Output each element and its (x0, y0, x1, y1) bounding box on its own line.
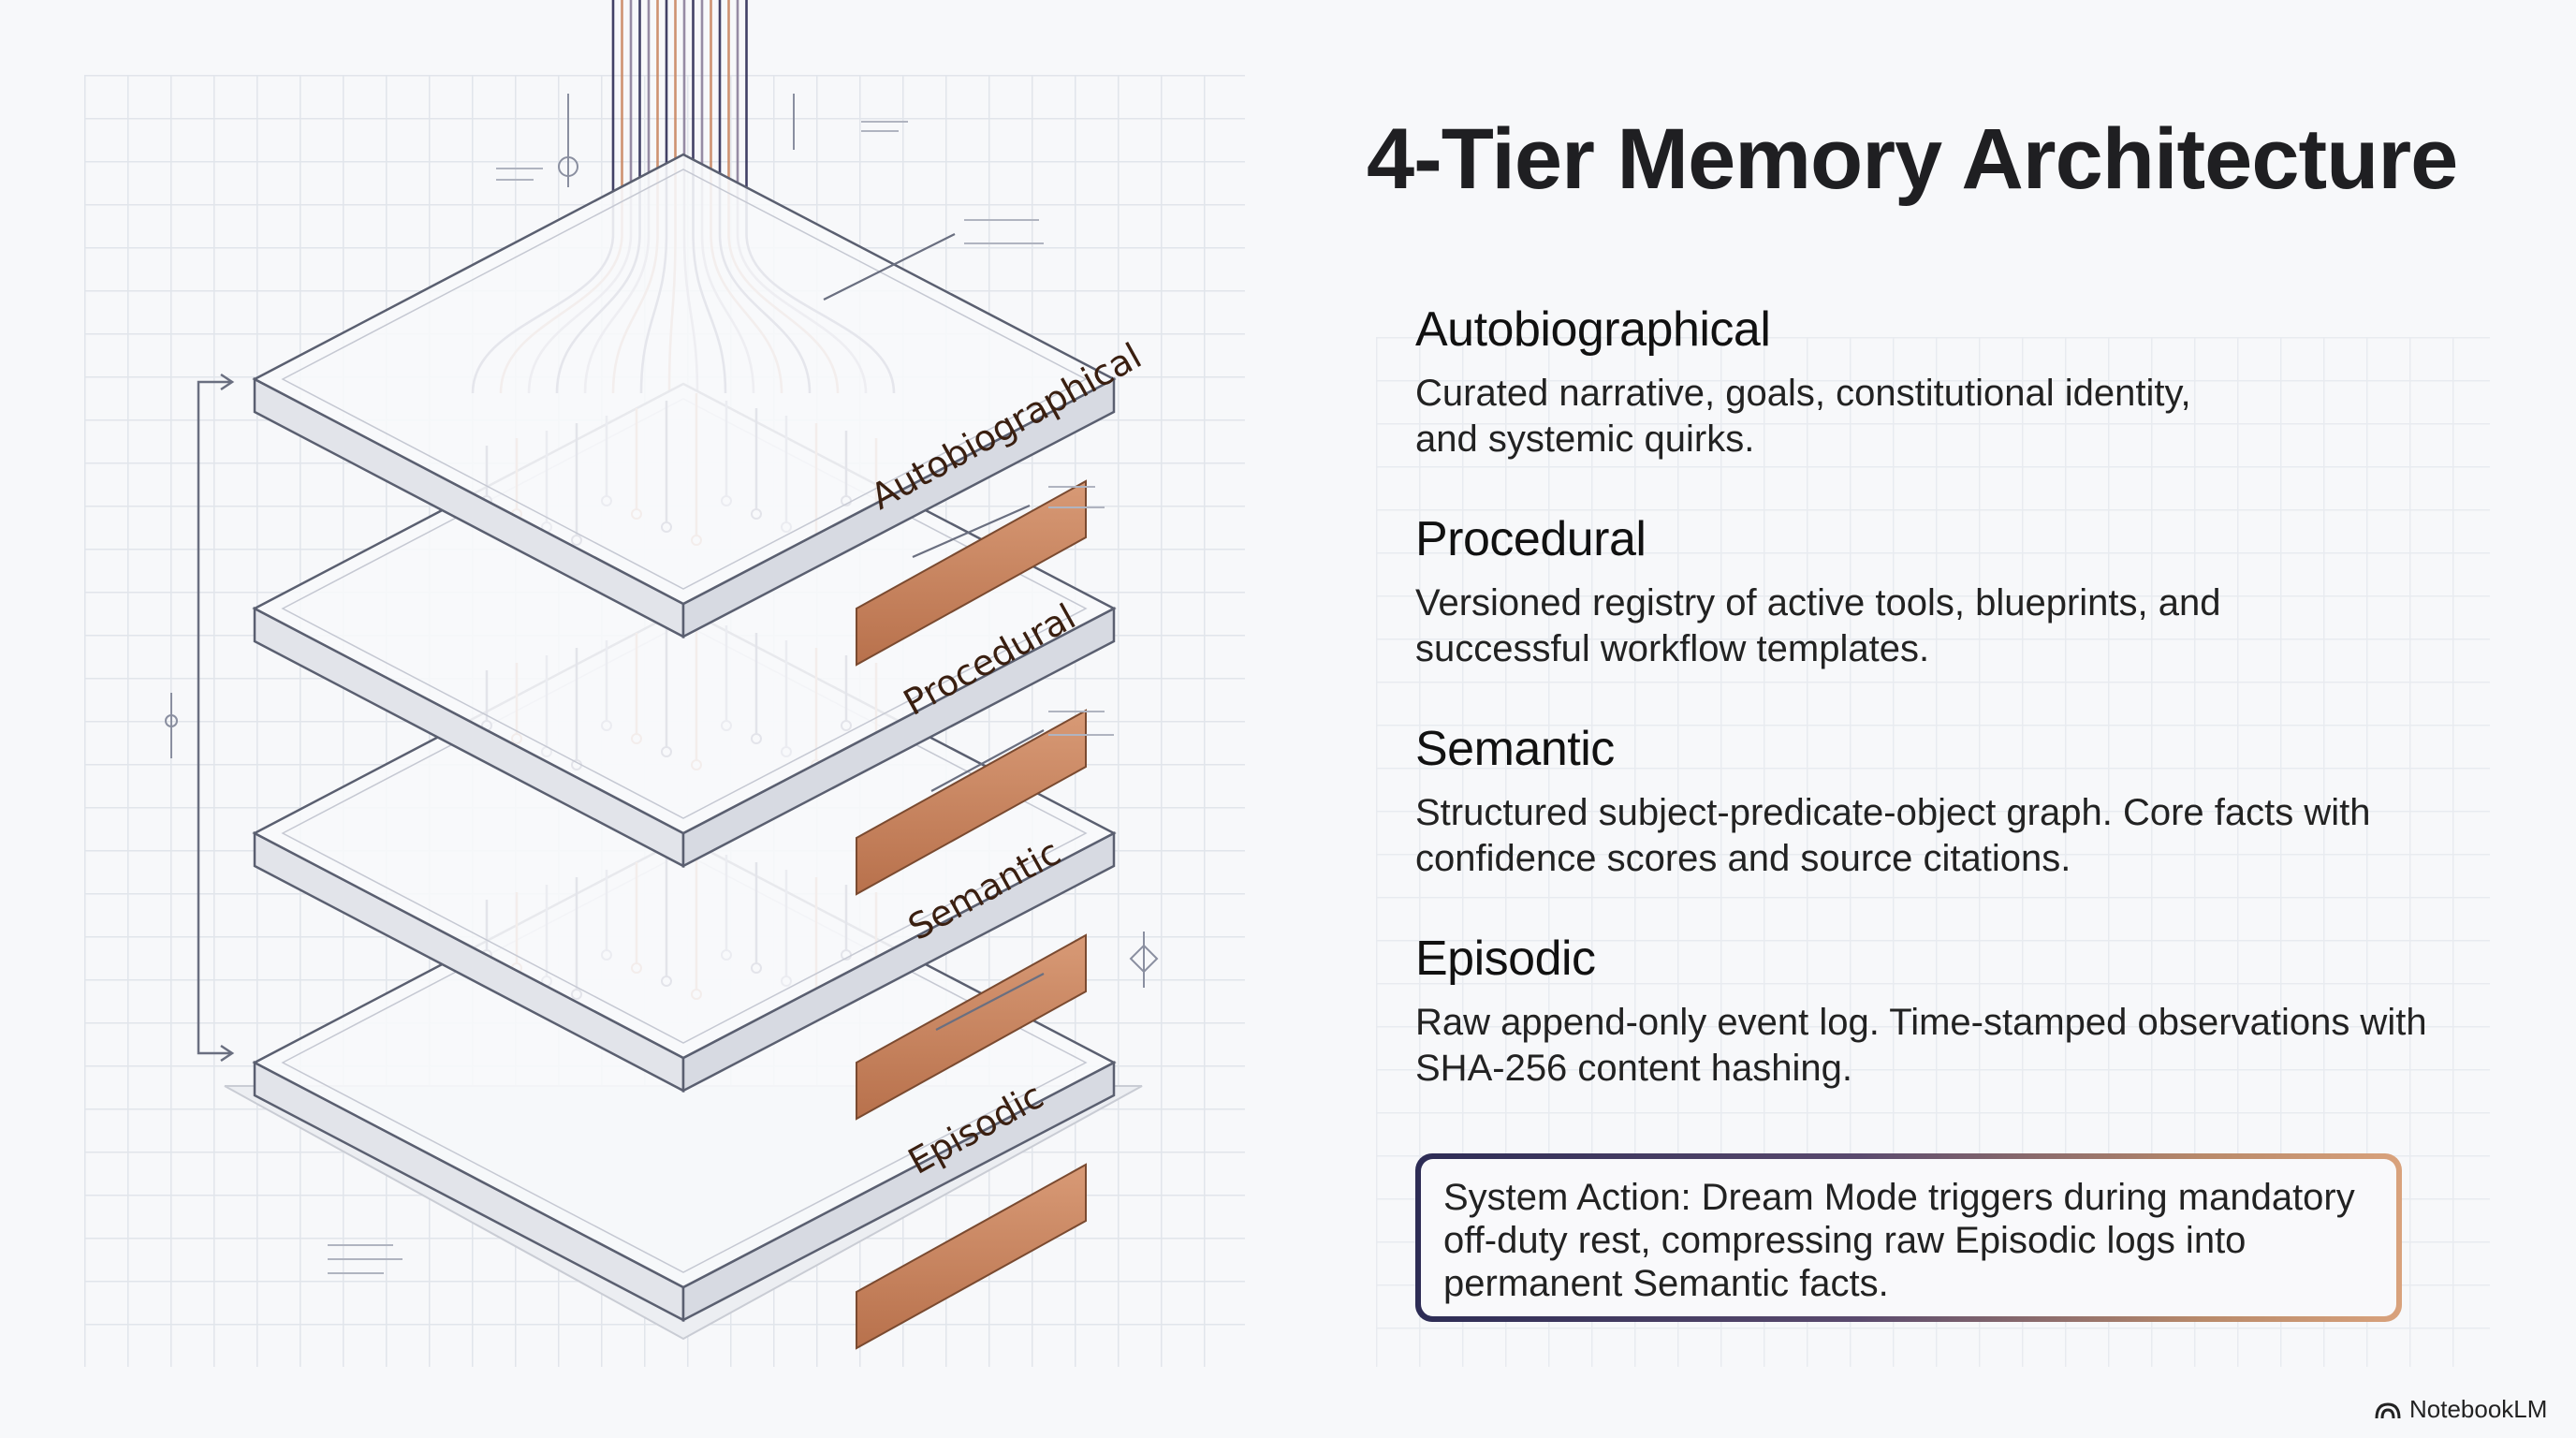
tier-description: Curated narrative, goals, constitutional… (1415, 373, 2191, 460)
tier-description: Raw append-only event log. Time-stamped … (1415, 1002, 2427, 1089)
tier-semantic: Semantic Structured subject-predicate-ob… (1415, 721, 2464, 882)
annotation-arrows (823, 233, 1045, 1031)
tier-episodic: Episodic Raw append-only event log. Time… (1415, 931, 2464, 1092)
memory-tiers (252, 153, 1117, 1350)
tier-tab-procedural (856, 709, 1087, 896)
tier-description: Structured subject-predicate-object grap… (1415, 792, 2371, 879)
feedback-arrow (197, 373, 235, 1063)
brand-watermark: NotebookLM (2374, 1395, 2547, 1424)
tier-tab-autobiographical (856, 479, 1087, 667)
notebooklm-logo-icon (2375, 1401, 2401, 1418)
tier-heading: Episodic (1415, 932, 1596, 986)
tier-heading: Procedural (1415, 512, 1647, 566)
tier-heading: Semantic (1415, 722, 1615, 776)
tier-procedural: Procedural Versioned registry of active … (1415, 511, 2464, 672)
system-action-callout: System Action: Dream Mode triggers durin… (1415, 1153, 2402, 1322)
diamond-marker-icon (1129, 932, 1159, 988)
tier-heading: Autobiographical (1415, 302, 1771, 357)
tier-autobiographical: Autobiographical Curated narrative, goal… (1415, 301, 2464, 462)
memory-stack-diagram: Autobiographical Procedural Semantic Epi… (165, 0, 1159, 1350)
annotation-scribbles (328, 121, 1114, 1274)
brand-name: NotebookLM (2409, 1395, 2548, 1423)
callout-text: System Action: Dream Mode triggers durin… (1421, 1159, 2396, 1316)
tier-tab-episodic (856, 1163, 1087, 1350)
page-title: 4-Tier Memory Architecture (1367, 111, 2458, 207)
vertical-marker (165, 94, 795, 758)
tier-description: Versioned registry of active tools, blue… (1415, 582, 2221, 669)
tier-slab-autobiographical (252, 153, 1117, 667)
